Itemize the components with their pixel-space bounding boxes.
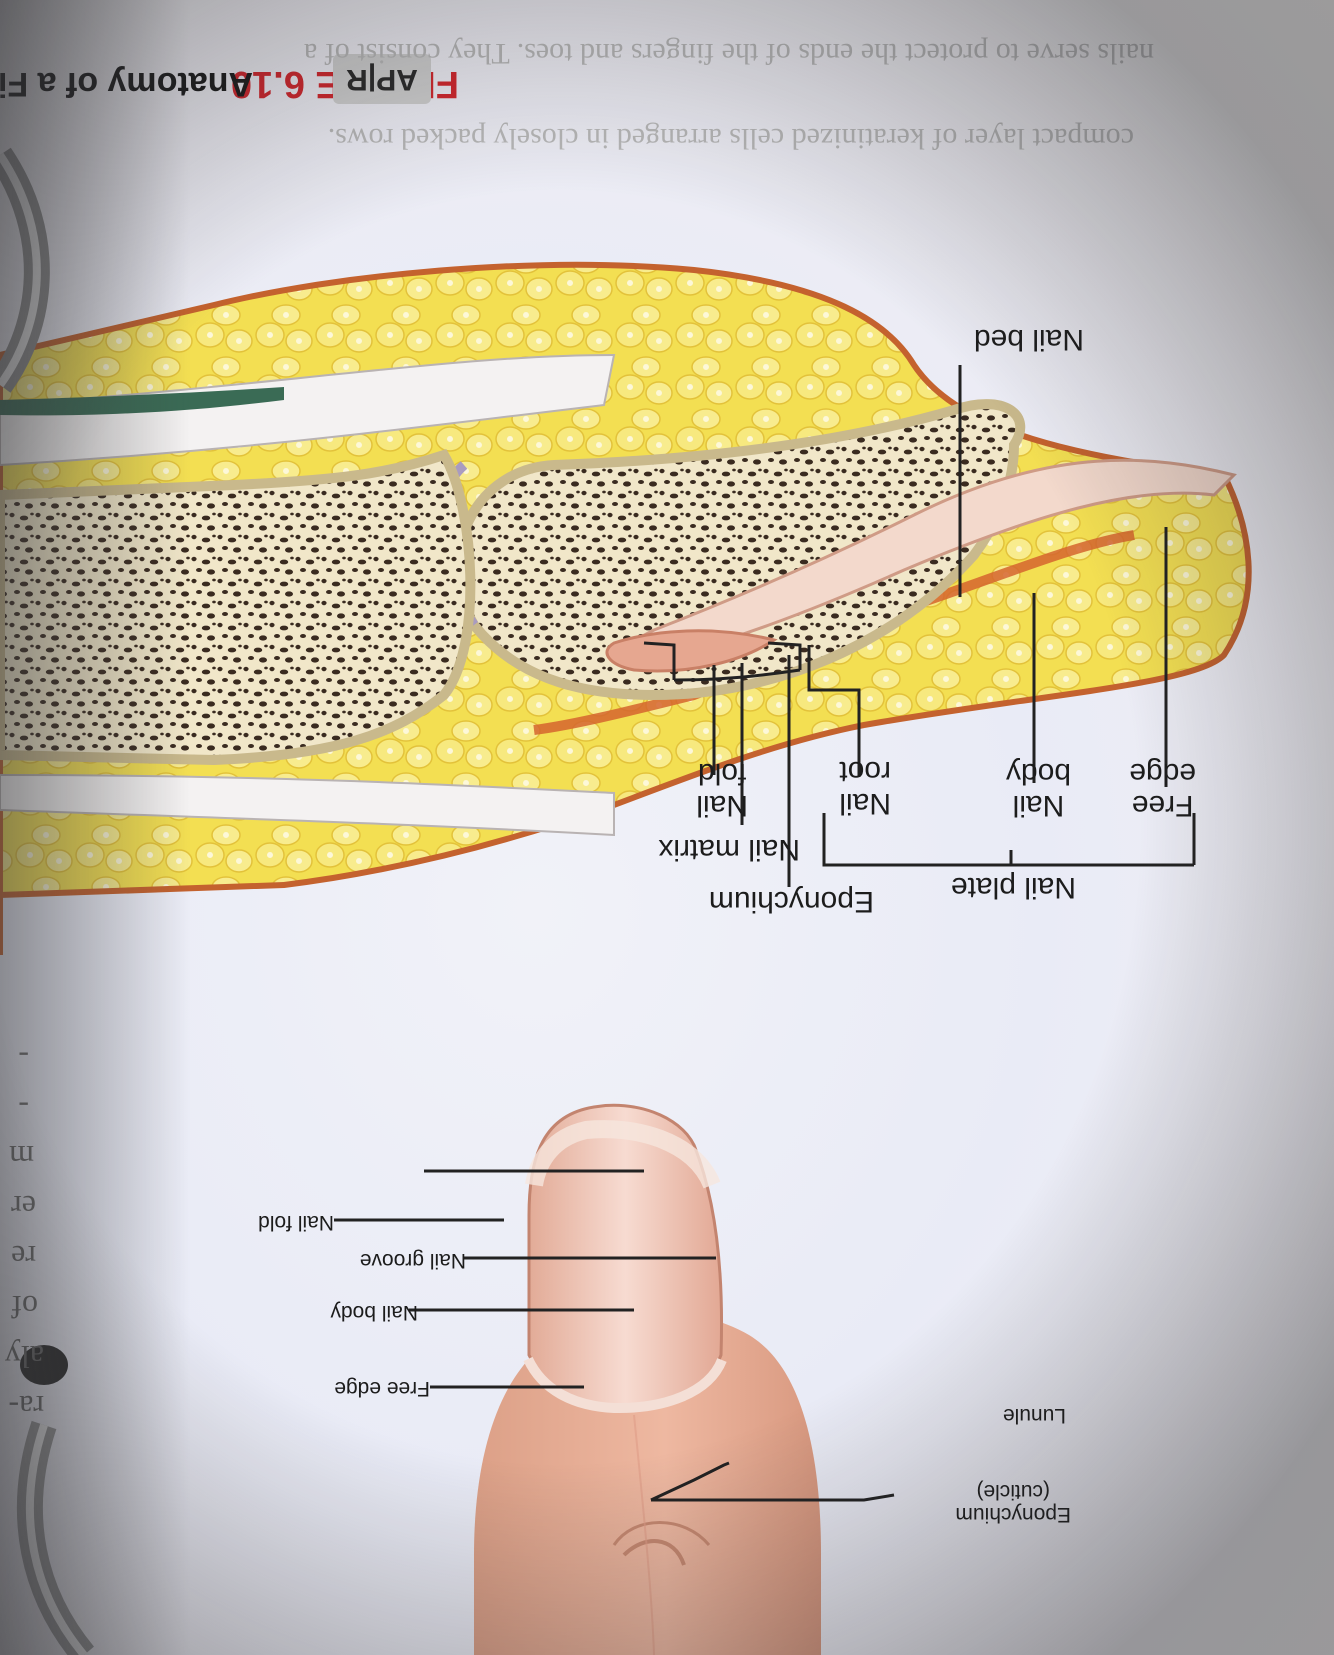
label-nail-root-line-2: root <box>839 754 891 788</box>
leader-lines <box>334 365 1168 1502</box>
label-eponychium-cuticle-line-1: Eponychium <box>955 1503 1071 1526</box>
label-nail-body: Nail body <box>1005 756 1071 822</box>
label-nail-bed: Nail bed <box>973 323 1084 356</box>
label-nail-body-surface: Nail body <box>330 1301 418 1324</box>
surface-nail <box>523 1103 727 1414</box>
label-free-edge-line-1: Free <box>1131 789 1194 822</box>
margin-word: er <box>11 1189 36 1225</box>
label-nail-groove: Nail groove <box>359 1249 466 1272</box>
leader-eponychium-cuticle <box>651 1493 895 1502</box>
label-nail-root-line-1: Nail <box>839 787 891 820</box>
binder-ring <box>0 147 50 393</box>
leader-nail-root <box>807 645 861 777</box>
margin-word: ra- <box>8 1389 44 1425</box>
label-free-edge-line-2: edge <box>1129 756 1196 790</box>
margin-word: aly <box>4 1339 44 1375</box>
label-free-edge: Free edge <box>1129 756 1196 822</box>
label-nail-fold-surface: Nail fold <box>258 1211 334 1234</box>
faded-text-line-1: nails serve to protect the ends of the f… <box>303 37 1154 70</box>
label-nail-matrix: Nail matrix <box>658 833 800 866</box>
label-nail-root: Nail root <box>839 754 891 820</box>
margin-word: of <box>11 1289 38 1325</box>
label-nail-body-line-1: Nail <box>1012 789 1065 822</box>
margin-word: - <box>18 1089 29 1125</box>
label-nail-fold-line-2: fold <box>697 756 747 790</box>
label-eponychium: Eponychium <box>708 885 874 918</box>
label-eponychium-cuticle-line-2: (cuticle) <box>976 1480 1050 1504</box>
label-nail-plate: Nail plate <box>950 871 1076 904</box>
label-nail-fold: Nail fold <box>696 756 748 822</box>
label-lunule: Lunule <box>1002 1404 1066 1427</box>
label-eponychium-cuticle: Eponychium (cuticle) <box>955 1480 1071 1526</box>
margin-word: m <box>9 1139 34 1175</box>
margin-word: - <box>18 1039 29 1075</box>
label-nail-fold-line-1: Nail <box>696 789 748 822</box>
cross-section <box>0 261 1252 955</box>
margin-word: re <box>11 1239 36 1275</box>
figure-title: Anatomy of a Fingernail. <box>0 65 253 103</box>
label-free-edge-surface: Free edge <box>334 1377 430 1400</box>
faded-text-line-2: compact layer of keratinized cells arran… <box>327 122 1134 155</box>
leader-eponychium-cuticle-2 <box>650 1461 730 1502</box>
label-nail-body-line-2: body <box>1005 756 1071 790</box>
